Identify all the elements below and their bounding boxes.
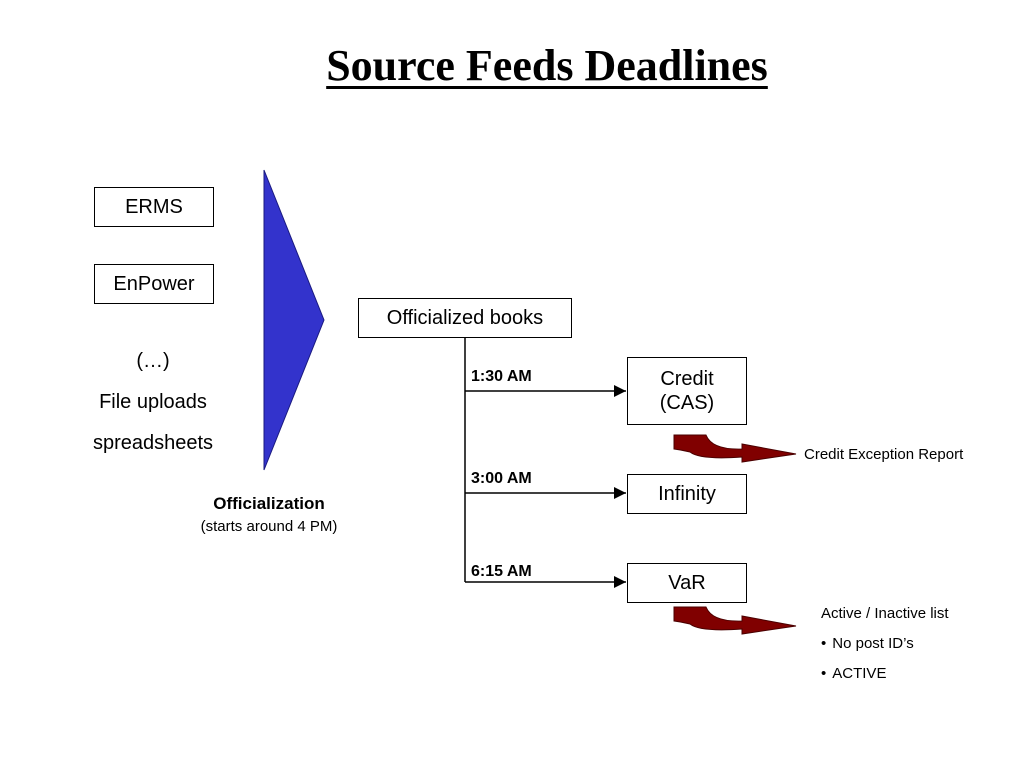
officialization-label: Officialization	[213, 494, 325, 513]
credit-label: Credit	[660, 368, 714, 390]
source-spreadsheets: spreadsheets	[92, 432, 214, 454]
officialization-sublabel: (starts around 4 PM)	[200, 518, 338, 535]
officialized-books-box: Officialized books	[358, 298, 572, 338]
source-file-uploads: File uploads	[99, 391, 207, 413]
target-infinity-box: Infinity	[627, 474, 747, 514]
bullet-active: ACTIVE	[821, 665, 886, 682]
page-title: Source Feeds Deadlines	[326, 41, 768, 90]
active-list-arrow	[673, 606, 797, 635]
target-var-box: VaR	[627, 563, 747, 603]
time-var: 6:15 AM	[471, 563, 532, 580]
credit-exception-report: Credit Exception Report	[804, 446, 964, 463]
target-credit-box: Credit (CAS)	[627, 357, 747, 425]
time-credit: 1:30 AM	[471, 368, 532, 385]
time-infinity: 3:00 AM	[471, 470, 532, 487]
credit-cas-label: (CAS)	[659, 392, 715, 414]
bullet-no-post-ids: No post ID’s	[821, 635, 913, 652]
active-inactive-list: Active / Inactive list	[821, 605, 949, 622]
officialization-triangle	[263, 169, 325, 471]
source-ellipsis: (…)	[136, 350, 170, 372]
source-erms: ERMS	[94, 187, 214, 227]
source-enpower: EnPower	[94, 264, 214, 304]
credit-exception-arrow	[673, 434, 797, 463]
